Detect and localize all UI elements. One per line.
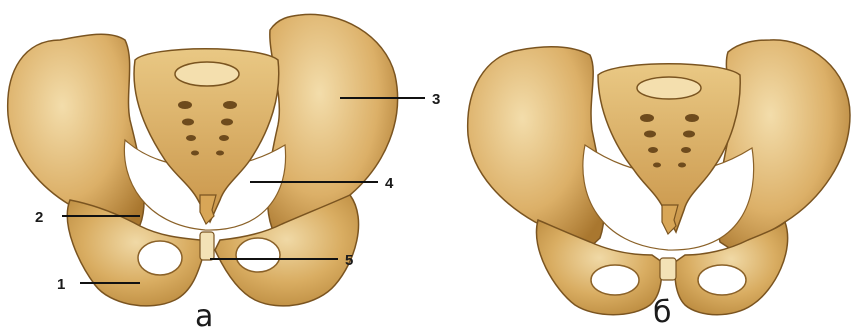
callout-4: 4	[385, 175, 394, 192]
left-obturator-foramen-a	[138, 241, 182, 275]
figure-caption-a: а	[195, 299, 213, 331]
left-obturator-foramen-b	[591, 265, 639, 295]
figure-caption-b: б	[653, 295, 672, 330]
callout-2: 2	[35, 209, 43, 226]
pelvis-figure-b: б	[468, 40, 850, 330]
right-obturator-foramen-a	[236, 238, 280, 272]
sacral-base-b	[637, 77, 701, 99]
pubic-symphysis-a	[200, 232, 214, 260]
right-obturator-foramen-b	[698, 265, 746, 295]
sacral-base-a	[175, 62, 239, 86]
pelvis-figure-a: 1 2 3 4 5 а	[8, 14, 441, 331]
pubic-symphysis-b	[660, 258, 676, 280]
callout-5: 5	[345, 252, 353, 269]
callout-3: 3	[432, 91, 440, 108]
callout-1: 1	[57, 276, 65, 293]
